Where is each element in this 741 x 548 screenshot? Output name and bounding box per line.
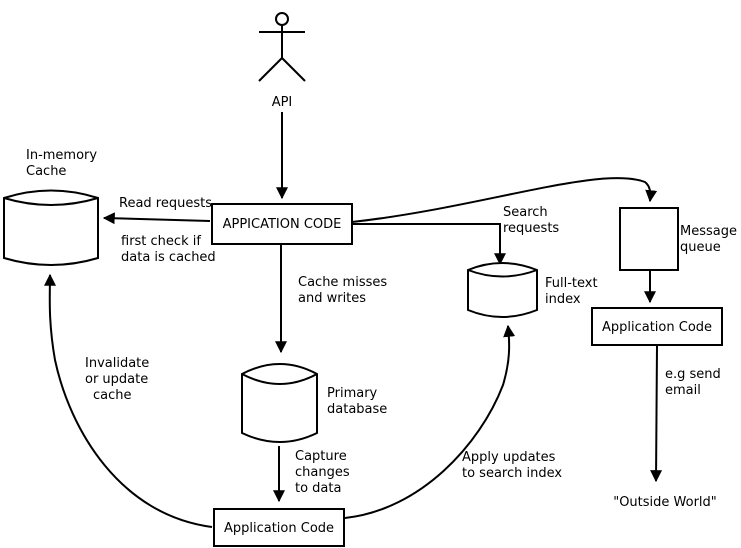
search-requests-line2: requests xyxy=(503,221,559,236)
actor-label: API xyxy=(272,95,293,110)
application-code-main-label: APPICATION CODE xyxy=(223,217,342,232)
full-text-label-line1: Full-text xyxy=(545,276,598,291)
in-memory-cache-cylinder xyxy=(3,189,99,266)
cache-label-line2: Cache xyxy=(26,164,66,179)
outside-world-label: "Outside World" xyxy=(613,495,717,510)
primary-database-cylinder xyxy=(241,363,318,443)
capture-line2: changes xyxy=(295,465,350,480)
application-code-queue-label: Application Code xyxy=(602,320,712,335)
actor-icon xyxy=(258,12,306,82)
invalidate-line1: Invalidate xyxy=(85,356,149,371)
invalidate-line2: or update xyxy=(85,372,148,387)
message-queue-box xyxy=(619,207,679,271)
send-email-line1: e.g send xyxy=(665,367,721,382)
message-queue-line2: queue xyxy=(680,240,721,255)
full-text-index-cylinder xyxy=(467,262,538,318)
capture-line3: to data xyxy=(295,481,341,496)
app-to-queue-arrow xyxy=(351,177,658,223)
primary-database-line2: database xyxy=(327,402,387,417)
send-email-arrow xyxy=(650,345,663,483)
read-requests-label: Read requests xyxy=(119,196,212,211)
application-code-bottom-label: Application Code xyxy=(224,521,334,536)
apply-updates-line2: to search index xyxy=(462,466,562,481)
cache-misses-line2: and writes xyxy=(298,291,366,306)
apply-updates-arrow xyxy=(344,324,516,519)
search-requests-arrow xyxy=(352,223,506,266)
message-queue-line1: Message xyxy=(680,224,737,239)
application-code-queue-box xyxy=(591,307,723,346)
capture-line1: Capture xyxy=(295,449,347,464)
application-code-bottom-box xyxy=(213,508,345,547)
first-check-line1: first check if xyxy=(121,234,201,249)
read-requests-arrow xyxy=(102,212,211,225)
send-email-line2: email xyxy=(665,383,701,398)
application-code-main-box xyxy=(211,203,353,245)
invalidate-line3: cache xyxy=(93,388,132,403)
cache-label-line1: In-memory xyxy=(26,148,97,163)
first-check-line2: data is cached xyxy=(121,250,216,265)
invalidate-cache-arrow xyxy=(43,273,213,528)
primary-database-line1: Primary xyxy=(327,386,378,401)
full-text-label-line2: index xyxy=(545,292,581,307)
search-requests-line1: Search xyxy=(503,205,548,220)
apply-updates-line1: Apply updates xyxy=(462,450,556,465)
cache-misses-line1: Cache misses xyxy=(298,275,387,290)
